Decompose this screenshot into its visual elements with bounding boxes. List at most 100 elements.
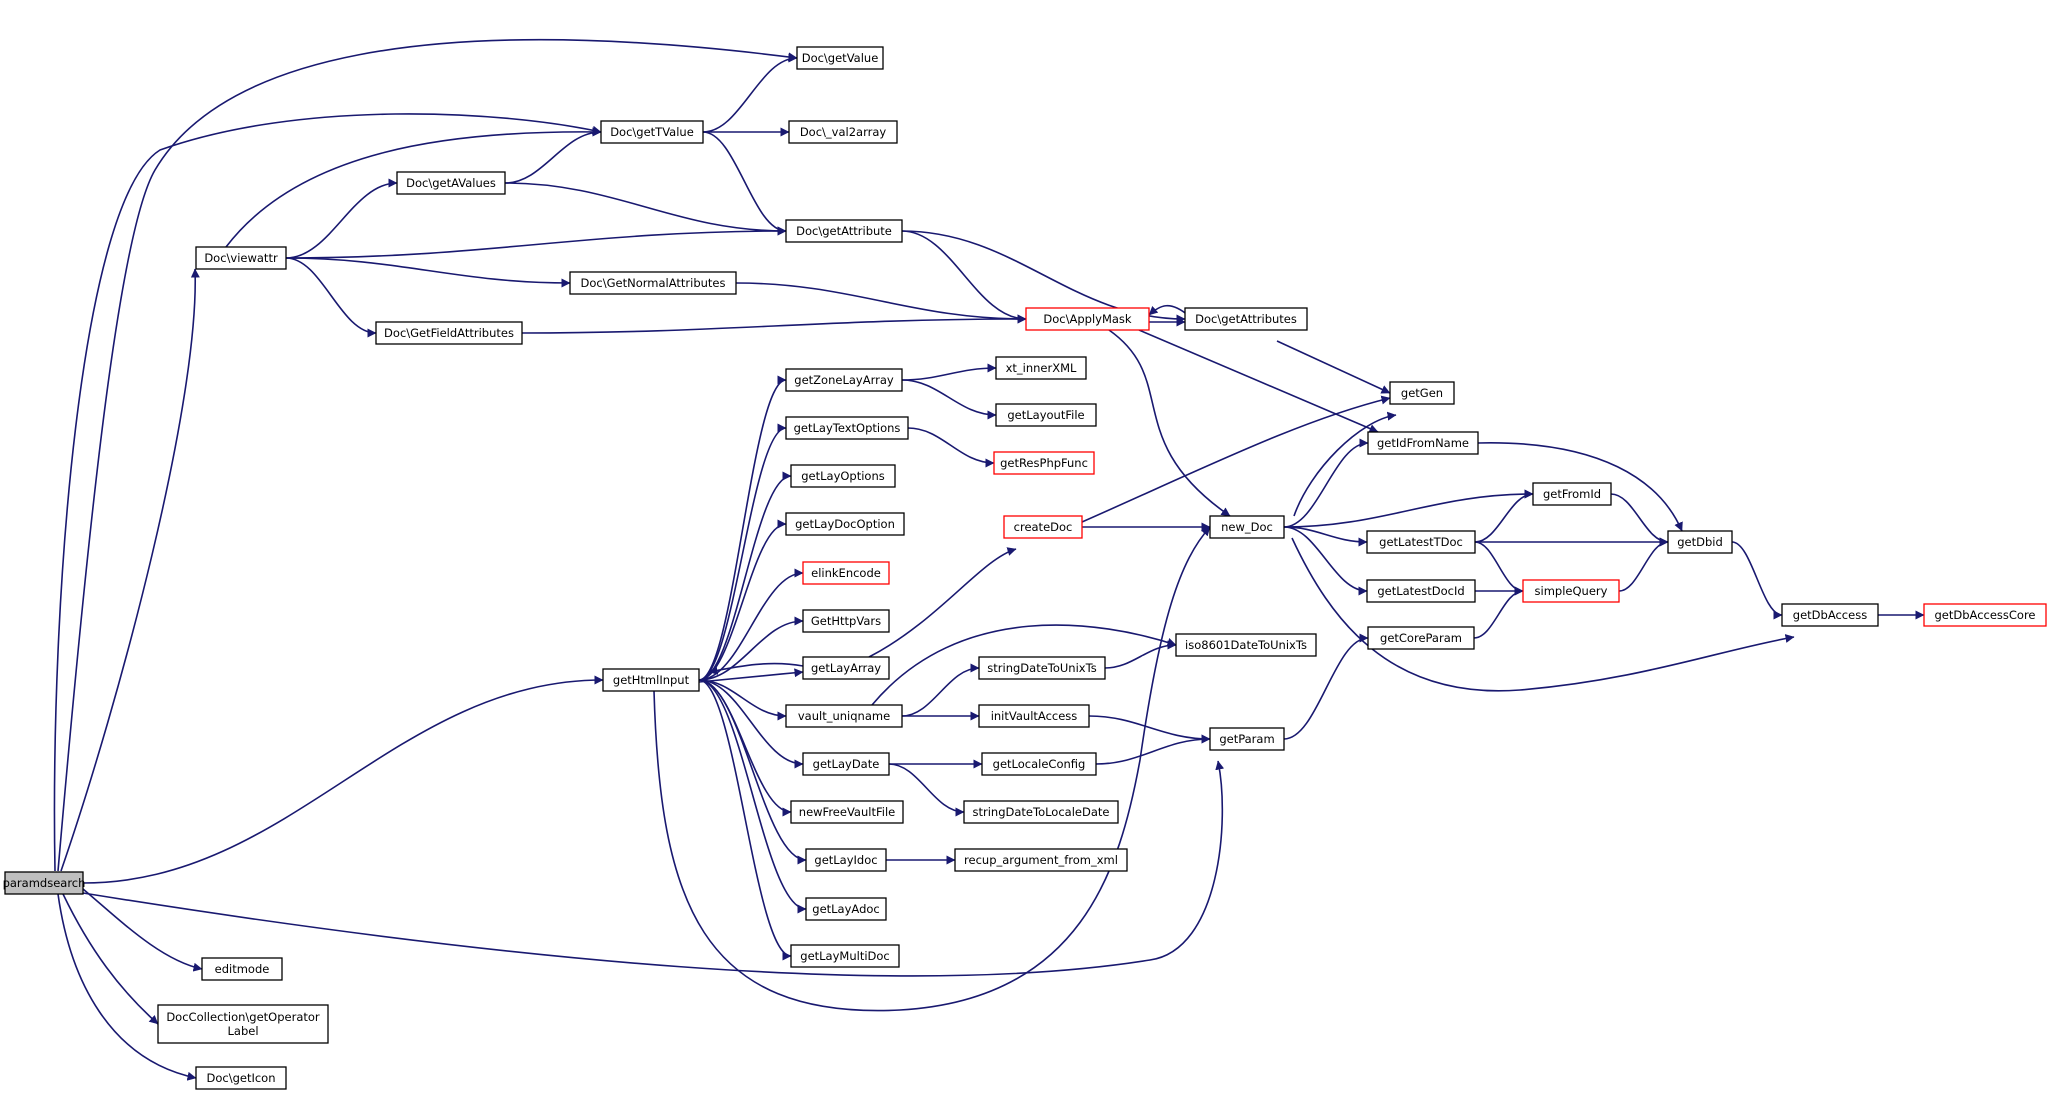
node-getzonelayarray[interactable]: getZoneLayArray <box>785 368 903 392</box>
node-box[interactable] <box>1667 530 1733 554</box>
node-box[interactable] <box>1175 633 1317 657</box>
node-box[interactable] <box>569 271 737 295</box>
node-getlaymultidoc[interactable]: getLayMultiDoc <box>790 944 900 968</box>
node-doc-getvalue[interactable]: Doc\getValue <box>796 46 884 70</box>
node-iso8601datetounixts[interactable]: iso8601DateToUnixTs <box>1175 633 1317 657</box>
node-box[interactable] <box>1389 381 1455 405</box>
node-box[interactable] <box>805 848 887 872</box>
node-stringdatetounixts[interactable]: stringDateToUnixTs <box>978 656 1106 680</box>
node-createdoc[interactable]: createDoc <box>1003 515 1083 539</box>
node-getlatesttdoc[interactable]: getLatestTDoc <box>1366 530 1476 554</box>
node-box[interactable] <box>195 1066 287 1090</box>
node-box[interactable] <box>1923 603 2047 627</box>
node-doc-getavalues[interactable]: Doc\getAValues <box>396 171 506 195</box>
node-box[interactable] <box>790 464 896 488</box>
node-box[interactable] <box>785 512 905 536</box>
node-paramdsearch[interactable]: paramdsearch <box>3 871 86 895</box>
node-newfreevaultfile[interactable]: newFreeVaultFile <box>790 800 904 824</box>
node-box[interactable] <box>963 800 1119 824</box>
node-doc-viewattr[interactable]: Doc\viewattr <box>195 246 287 270</box>
node-box[interactable] <box>1367 626 1475 650</box>
node-box[interactable] <box>1532 482 1612 506</box>
node-box[interactable] <box>796 46 884 70</box>
node-editmode[interactable]: editmode <box>201 957 283 981</box>
node-box[interactable] <box>396 171 506 195</box>
node-getfromid[interactable]: getFromId <box>1532 482 1612 506</box>
node-box[interactable] <box>4 871 84 895</box>
node-box[interactable] <box>978 704 1090 728</box>
node-box[interactable] <box>978 656 1106 680</box>
node-box[interactable] <box>993 451 1095 475</box>
node-doc-geticon[interactable]: Doc\getIcon <box>195 1066 287 1090</box>
node-getlayarray[interactable]: getLayArray <box>802 656 890 680</box>
node-stringdatetolocaledate[interactable]: stringDateToLocaleDate <box>963 800 1119 824</box>
node-xt-innerxml[interactable]: xt_innerXML <box>995 356 1087 380</box>
node-getdbaccesscore[interactable]: getDbAccessCore <box>1923 603 2047 627</box>
node-box[interactable] <box>981 752 1097 776</box>
node-getlayidoc[interactable]: getLayIdoc <box>805 848 887 872</box>
node-box[interactable] <box>1209 515 1285 539</box>
node-vault-uniqname[interactable]: vault_uniqname <box>785 704 903 728</box>
node-doc-gettvalue[interactable]: Doc\getTValue <box>600 120 704 144</box>
node-getlaydate[interactable]: getLayDate <box>802 752 890 776</box>
node-box[interactable] <box>785 416 909 440</box>
node-box[interactable] <box>790 800 904 824</box>
node-box[interactable] <box>1366 579 1476 603</box>
node-getcoreparam[interactable]: getCoreParam <box>1367 626 1475 650</box>
node-box[interactable] <box>1025 307 1150 331</box>
node-box[interactable] <box>1522 579 1620 603</box>
node-doc-getnormalattributes[interactable]: Doc\GetNormalAttributes <box>569 271 737 295</box>
node-box[interactable] <box>802 609 890 633</box>
node-getlayoutfile[interactable]: getLayoutFile <box>995 403 1097 427</box>
node-getlatestdocid[interactable]: getLatestDocId <box>1366 579 1476 603</box>
node-getlocaleconfig[interactable]: getLocaleConfig <box>981 752 1097 776</box>
node-gethttpvars[interactable]: GetHttpVars <box>802 609 890 633</box>
node-box[interactable] <box>195 246 287 270</box>
node-box[interactable] <box>600 120 704 144</box>
node-gethtmlinput[interactable]: getHtmlInput <box>602 668 700 692</box>
node-getlaytextoptions[interactable]: getLayTextOptions <box>785 416 909 440</box>
node-doc-getfieldattributes[interactable]: Doc\GetFieldAttributes <box>375 321 523 345</box>
node-box[interactable] <box>1003 515 1083 539</box>
node-box[interactable] <box>802 752 890 776</box>
node-box[interactable] <box>995 356 1087 380</box>
node-box[interactable] <box>788 120 898 144</box>
node-doc-applymask[interactable]: Doc\ApplyMask <box>1025 307 1150 331</box>
node-simplequery[interactable]: simpleQuery <box>1522 579 1620 603</box>
node-box[interactable] <box>375 321 523 345</box>
node-initvaultaccess[interactable]: initVaultAccess <box>978 704 1090 728</box>
node-box[interactable] <box>954 848 1128 872</box>
node-box[interactable] <box>790 944 900 968</box>
node-box[interactable] <box>1366 530 1476 554</box>
node-getdbaccess[interactable]: getDbAccess <box>1781 603 1879 627</box>
node-getgen[interactable]: getGen <box>1389 381 1455 405</box>
node-box[interactable] <box>785 704 903 728</box>
node-box[interactable] <box>602 668 700 692</box>
node-getlaydocoption[interactable]: getLayDocOption <box>785 512 905 536</box>
node-elinkencode[interactable]: elinkEncode <box>802 561 890 585</box>
node-box[interactable] <box>802 561 890 585</box>
node-doc-getattribute[interactable]: Doc\getAttribute <box>785 219 903 243</box>
node-getparam[interactable]: getParam <box>1209 727 1285 751</box>
node-getresphpfunc[interactable]: getResPhpFunc <box>993 451 1095 475</box>
node-box[interactable] <box>1209 727 1285 751</box>
node-box[interactable] <box>995 403 1097 427</box>
node-box[interactable] <box>785 368 903 392</box>
node-box[interactable] <box>802 656 890 680</box>
node-getlayoptions[interactable]: getLayOptions <box>790 464 896 488</box>
node-getdbid[interactable]: getDbid <box>1667 530 1733 554</box>
node-doc-getattributes[interactable]: Doc\getAttributes <box>1184 307 1308 331</box>
node-getlayadoc[interactable]: getLayAdoc <box>805 897 887 921</box>
node-recup-argument-from-xml[interactable]: recup_argument_from_xml <box>954 848 1128 872</box>
node-new-doc[interactable]: new_Doc <box>1209 515 1285 539</box>
node-doc-val2array[interactable]: Doc\_val2array <box>788 120 898 144</box>
node-box[interactable] <box>1781 603 1879 627</box>
node-box[interactable] <box>785 219 903 243</box>
node-box[interactable] <box>1367 431 1479 455</box>
node-box[interactable] <box>201 957 283 981</box>
node-box[interactable] <box>157 1004 329 1044</box>
node-box[interactable] <box>805 897 887 921</box>
node-getidfromname[interactable]: getIdFromName <box>1367 431 1479 455</box>
node-box[interactable] <box>1184 307 1308 331</box>
